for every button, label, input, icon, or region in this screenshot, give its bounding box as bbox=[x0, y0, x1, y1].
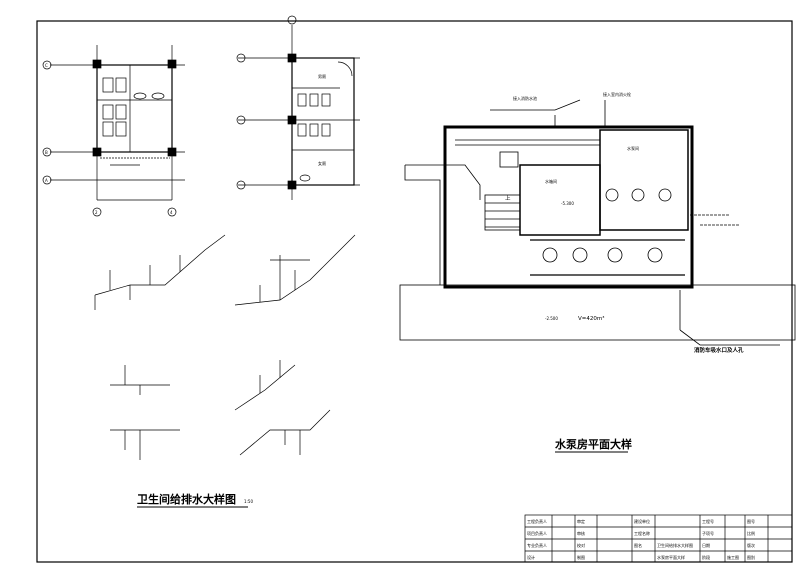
fire-inlet-label: 消防车吸水口及人孔 bbox=[694, 346, 744, 354]
tb-r1-c7: 工程号 bbox=[702, 518, 714, 524]
svg-text:4: 4 bbox=[170, 210, 173, 215]
title-block-text: 工程负责人 审定 建设单位 工程号 图号 项目负责人 审核 工程名称 子项号 比… bbox=[527, 518, 755, 560]
tank-room-label: 水箱间 bbox=[545, 178, 557, 184]
left-drawing-title: 卫生间给排水大样图 bbox=[137, 492, 236, 506]
steps-label: 上 bbox=[505, 194, 511, 202]
volume-label: V=420m³ bbox=[578, 315, 604, 322]
left-title-group: 卫生间给排水大样图 1:50 bbox=[137, 492, 253, 508]
right-title-group: 水泵房平面大样 bbox=[555, 437, 632, 453]
tb-r2-c1: 项目负责人 bbox=[527, 530, 547, 536]
left-drawing-scale: 1:50 bbox=[244, 499, 253, 504]
tb-r4-c9: 图别 bbox=[747, 554, 755, 560]
tb-r4-c8: 施工图 bbox=[727, 554, 739, 560]
svg-text:C: C bbox=[45, 63, 48, 68]
tb-r4-c3: 制图 bbox=[577, 554, 585, 560]
tb-r3-c3: 校对 bbox=[577, 542, 585, 548]
pump-room-label: 水泵间 bbox=[627, 145, 639, 151]
tb-r4-c1: 设计 bbox=[527, 554, 535, 560]
pipe-label-1: 接入消防水池 bbox=[513, 95, 537, 101]
tb-r3-c6: 卫生间给排水大样图 bbox=[657, 542, 693, 548]
toilet-plan-2-labels: 男厕 女厕 bbox=[318, 73, 326, 166]
pipe-label-2: 接入室内消火栓 bbox=[603, 91, 631, 97]
tb-r4-c7: 阶段 bbox=[702, 554, 710, 560]
svg-text:A: A bbox=[45, 178, 48, 183]
tb-r3-c5: 图名 bbox=[634, 542, 642, 548]
tb-r2-c5: 工程名称 bbox=[634, 530, 650, 536]
tb-r2-c3: 审核 bbox=[577, 530, 585, 536]
tb-r2-c7: 子项号 bbox=[702, 530, 714, 536]
svg-text:2: 2 bbox=[95, 210, 98, 215]
room-label-male: 男厕 bbox=[318, 73, 326, 79]
tb-r3-c9: 版次 bbox=[747, 542, 755, 548]
tb-r3-c1: 专业负责人 bbox=[527, 542, 547, 548]
toilet-plan-1-axis-labels: C B A 2 4 bbox=[45, 63, 173, 215]
pump-room-labels: 上 水箱间 水泵间 -5.300 -2.500 V=420m³ 接入消防水池 接… bbox=[505, 91, 744, 354]
tb-r4-c6: 水泵房平面大样 bbox=[657, 554, 685, 560]
pipe-isometrics bbox=[94, 234, 356, 460]
tb-r1-c3: 审定 bbox=[577, 518, 585, 524]
room-label-female: 女厕 bbox=[318, 160, 326, 166]
sheet-border bbox=[36, 20, 793, 563]
tb-r1-c5: 建设单位 bbox=[634, 518, 650, 524]
right-drawing-title: 水泵房平面大样 bbox=[555, 437, 632, 451]
toilet-plan-2 bbox=[236, 15, 360, 200]
title-block bbox=[524, 514, 793, 563]
tb-r3-c7: 日期 bbox=[702, 542, 710, 548]
tb-r1-c1: 工程负责人 bbox=[527, 518, 547, 524]
level-label-2: -2.500 bbox=[545, 316, 558, 321]
tb-r2-c9: 比例 bbox=[747, 530, 755, 536]
tb-r1-c9: 图号 bbox=[747, 518, 755, 524]
svg-text:B: B bbox=[45, 150, 48, 155]
level-label-1: -5.300 bbox=[561, 201, 574, 206]
toilet-plan-1 bbox=[42, 45, 185, 217]
pump-room-plan bbox=[399, 99, 796, 346]
